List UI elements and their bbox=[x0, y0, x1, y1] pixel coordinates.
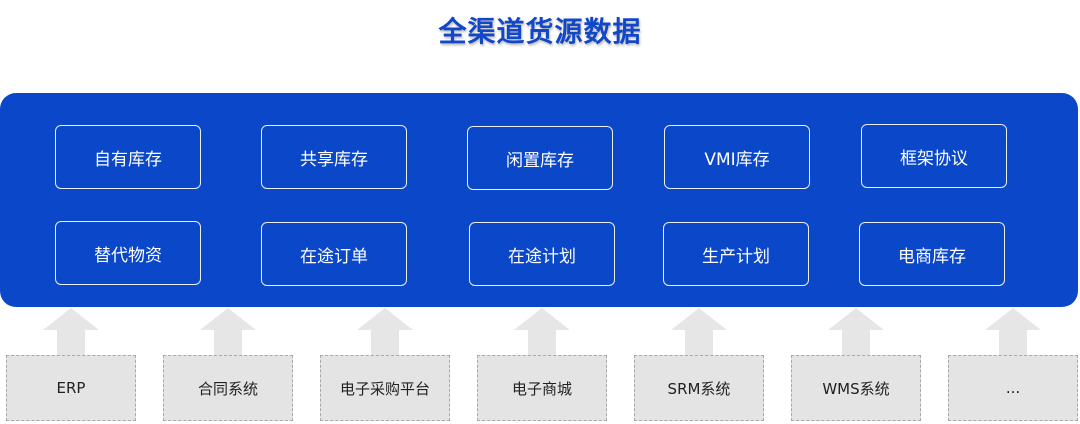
up-arrow-icon bbox=[200, 308, 256, 360]
source-system-srm: SRM系统 bbox=[634, 355, 764, 421]
up-arrow-icon bbox=[357, 308, 413, 360]
up-arrow-icon bbox=[671, 308, 727, 360]
inventory-box-framework: 框架协议 bbox=[861, 124, 1007, 188]
up-arrow-icon bbox=[985, 308, 1041, 360]
inventory-box-own: 自有库存 bbox=[55, 125, 201, 189]
diagram-title: 全渠道货源数据 bbox=[438, 15, 642, 48]
inventory-box-idle: 闲置库存 bbox=[467, 126, 613, 190]
inventory-box-substitute: 替代物资 bbox=[55, 221, 201, 285]
source-system-wms: WMS系统 bbox=[791, 355, 921, 421]
inventory-box-in-transit-orders: 在途订单 bbox=[261, 222, 407, 286]
inventory-box-ecommerce: 电商库存 bbox=[859, 222, 1005, 286]
up-arrow-icon bbox=[43, 308, 99, 360]
inventory-panel: 自有库存 共享库存 闲置库存 VMI库存 框架协议 替代物资 在途订单 在途计划… bbox=[0, 93, 1078, 307]
inventory-box-vmi: VMI库存 bbox=[664, 125, 810, 189]
inventory-box-shared: 共享库存 bbox=[261, 125, 407, 189]
source-system-more: ... bbox=[948, 355, 1078, 421]
up-arrow-icon bbox=[514, 308, 570, 360]
source-system-eprocurement: 电子采购平台 bbox=[320, 355, 450, 421]
inventory-box-in-transit-plans: 在途计划 bbox=[469, 222, 615, 286]
source-system-contract: 合同系统 bbox=[163, 355, 293, 421]
up-arrow-icon bbox=[828, 308, 884, 360]
source-system-erp: ERP bbox=[6, 355, 136, 421]
source-system-emall: 电子商城 bbox=[477, 355, 607, 421]
inventory-box-production-plan: 生产计划 bbox=[663, 222, 809, 286]
